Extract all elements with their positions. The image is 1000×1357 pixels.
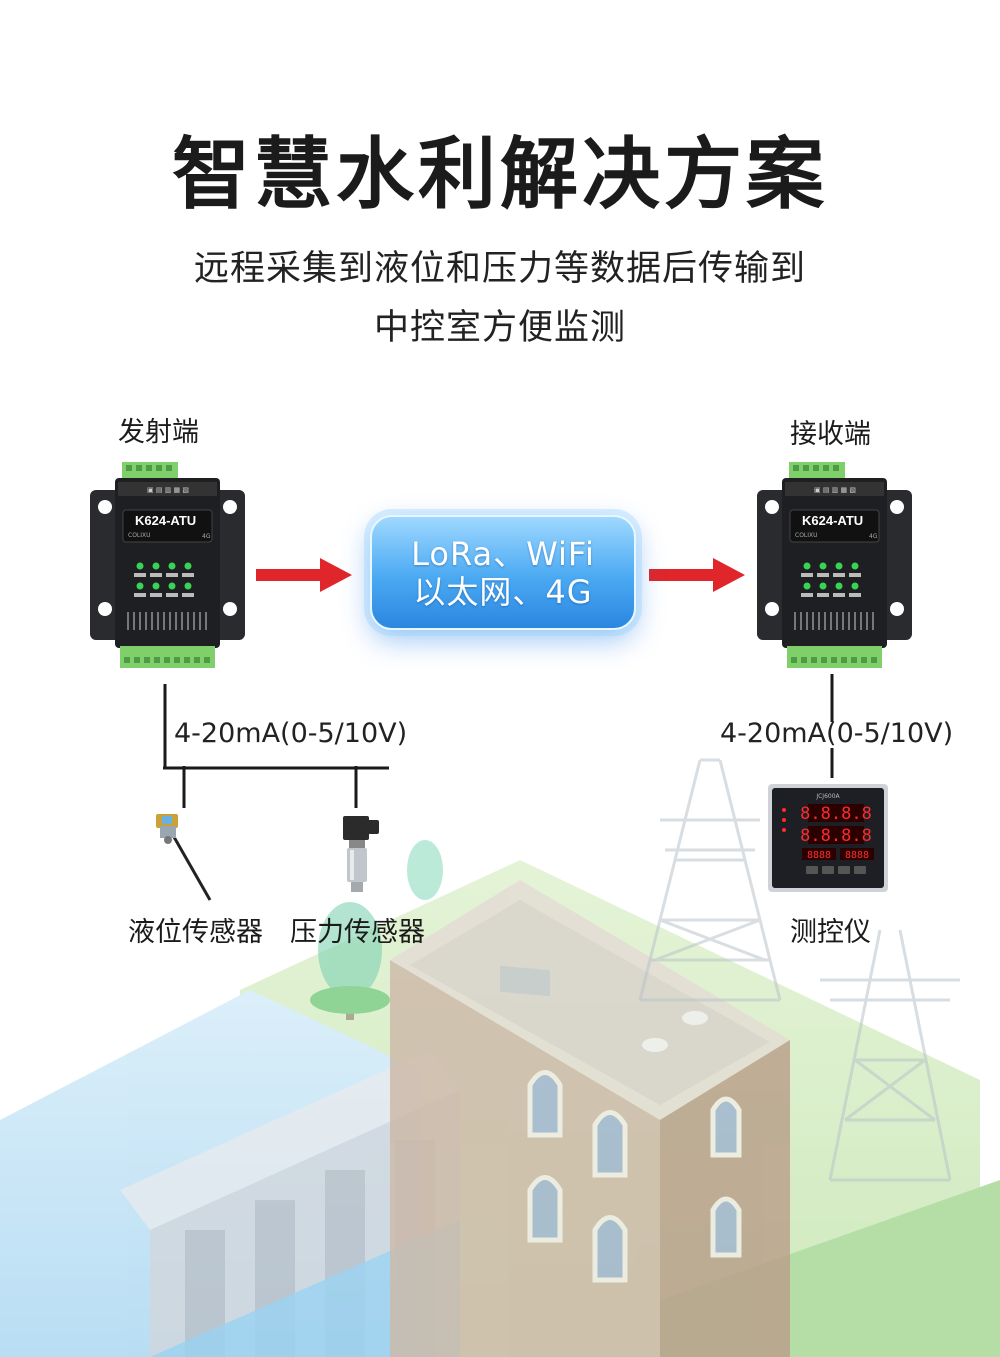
sensor-label-pressure: 压力传感器 [290,917,425,948]
receiver-model: K624-ATU [802,513,863,528]
sensor-label-level: 液位传感器 [128,917,263,948]
controller-readout-3: 8888 [807,850,831,861]
controller-label: 测控仪 [790,917,871,948]
link-line-2: 以太网、4G [413,572,593,611]
svg-text:▣ ▤ ▥ ▦ ▧: ▣ ▤ ▥ ▦ ▧ [814,486,856,494]
communication-methods-badge: LoRa、WiFi 以太网、4G [370,515,636,630]
receiver-brand: COLIXU [795,532,818,539]
controller-readout-2: 8.8.8.8 [800,826,872,846]
receiver-label: 接收端 [790,419,871,450]
level-sensor-icon [156,814,212,901]
receiver-device: ▣ ▤ ▥ ▦ ▧ K624-ATU COLIXU 4G [757,462,912,668]
signal-label-right: 4-20mA(0-5/10V) [720,718,954,749]
power-towers [638,758,960,1182]
svg-text:JCJ600A: JCJ600A [815,793,840,800]
transmitter-device: ▣ ▤ ▥ ▦ ▧ K624-ATU COLIXU 4G [90,462,245,668]
transmitter-brand: COLIXU [128,532,151,539]
trees [310,840,443,1020]
transmitter-model: K624-ATU [135,513,196,528]
signal-label-left: 4-20mA(0-5/10V) [174,718,408,749]
svg-text:▣ ▤ ▥ ▦ ▧: ▣ ▤ ▥ ▦ ▧ [147,486,189,494]
arrow-right-icon [649,558,745,592]
arrow-right-icon [256,558,352,592]
transmitter-variant: 4G [202,533,211,540]
controller-readout-4: 8888 [845,850,869,861]
transmitter-label: 发射端 [118,417,199,448]
pump-house [390,880,790,1357]
page-title: 智慧水利解决方案 [171,130,828,220]
receiver-variant: 4G [869,533,878,540]
controller-device: JCJ600A 8.8.8.8 8.8.8.8 8888 8888 [768,784,888,892]
controller-readout-1: 8.8.8.8 [800,804,872,824]
link-line-1: LoRa、WiFi [411,534,595,573]
subtitle-line-1: 远程采集到液位和压力等数据后传输到 [193,249,806,289]
dam [120,1050,460,1357]
pressure-sensor-icon [343,816,379,892]
subtitle-line-2: 中控室方便监测 [373,308,626,348]
